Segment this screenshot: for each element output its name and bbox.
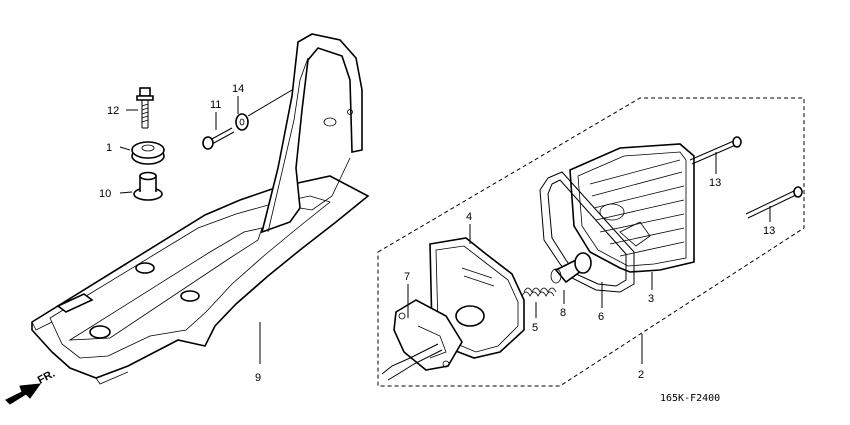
callout-1: 1 — [106, 142, 112, 154]
front-direction-label: FR. — [36, 368, 57, 387]
bolt-part-11 — [202, 127, 235, 150]
callout-10: 10 — [99, 188, 111, 200]
socket-plate-part-7 — [393, 299, 463, 371]
spring-part-5 — [521, 287, 557, 297]
drawing-code: 165K-F2400 — [660, 393, 720, 404]
washer-part-14 — [235, 113, 249, 131]
callout-3: 3 — [648, 293, 654, 305]
callout-12: 12 — [107, 105, 119, 117]
callout-11: 11 — [210, 99, 221, 111]
callout-7: 7 — [404, 271, 410, 283]
front-direction-arrow — [5, 383, 42, 405]
callout-8: 8 — [560, 307, 566, 319]
grommet-part-1 — [131, 141, 165, 165]
wire-harness — [381, 343, 443, 381]
callout-5: 5 — [532, 322, 538, 334]
collar-part-10 — [133, 171, 163, 201]
callout-14: 14 — [232, 83, 244, 95]
screw-part-13-upper — [689, 136, 742, 165]
screw-part-13-lower — [745, 186, 803, 219]
callout-13-upper: 13 — [709, 177, 721, 189]
gasket-part-6 — [539, 171, 635, 293]
callout-13-lower: 13 — [763, 225, 775, 237]
leader-lines — [119, 89, 771, 364]
callout-9: 9 — [255, 372, 261, 384]
rear-fender-part — [31, 33, 370, 385]
bulb-part-8 — [550, 252, 592, 284]
callout-4: 4 — [466, 211, 472, 223]
callout-2: 2 — [638, 369, 644, 381]
bolt-part-12 — [136, 87, 154, 129]
assembly-boundary — [377, 97, 805, 387]
tail-lens-part-3 — [569, 143, 695, 273]
callout-6: 6 — [598, 311, 604, 323]
